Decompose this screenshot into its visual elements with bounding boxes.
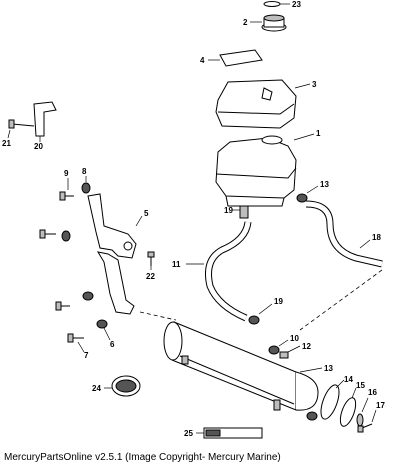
callout-15: 15 (356, 381, 365, 390)
part-bracket-5[interactable] (87, 193, 143, 315)
callout-3: 3 (312, 80, 317, 89)
part-cover-3[interactable] (215, 79, 311, 129)
callout-20: 20 (34, 142, 43, 151)
part-screw-9[interactable] (59, 178, 74, 201)
alignment-line-left (139, 311, 177, 321)
part-screw-17[interactable] (357, 409, 377, 433)
callout-2: 2 (243, 18, 248, 27)
callout-8: 8 (82, 167, 87, 176)
callout-6: 6 (110, 340, 115, 349)
callout-13a: 13 (320, 180, 329, 189)
callout-19a: 19 (224, 206, 233, 215)
callout-11: 11 (172, 260, 181, 269)
callout-9: 9 (64, 169, 69, 178)
callout-21: 21 (2, 139, 11, 148)
part-grommet-13b[interactable] (299, 367, 323, 373)
callout-5: 5 (144, 209, 149, 218)
part-fitting-10[interactable] (268, 339, 289, 355)
callout-24: 24 (92, 384, 101, 393)
part-hose-11[interactable] (186, 221, 252, 322)
copyright-footer: MercuryPartsOnline v2.5.1 (Image Copyrig… (4, 452, 281, 463)
part-washer-8[interactable] (81, 176, 91, 194)
part-decal-24[interactable] (104, 375, 141, 397)
callout-22: 22 (146, 272, 155, 281)
callout-4: 4 (200, 56, 205, 65)
part-hose-18[interactable] (305, 200, 383, 268)
callout-23: 23 (292, 0, 301, 9)
callout-12: 12 (302, 342, 311, 351)
part-reservoir-1[interactable] (215, 133, 315, 207)
part-plate-15[interactable] (337, 387, 359, 428)
part-label-25[interactable] (196, 427, 263, 439)
callout-25: 25 (184, 429, 193, 438)
part-screw-21[interactable] (7, 119, 35, 139)
part-washer-6[interactable] (96, 319, 111, 341)
part-screw-7[interactable] (67, 333, 85, 353)
part-screw-left[interactable] (39, 229, 71, 242)
callout-16: 16 (368, 388, 377, 397)
part-grommet-13a[interactable] (296, 185, 319, 203)
part-cap-2[interactable] (250, 14, 287, 32)
part-screw-22[interactable] (147, 251, 155, 270)
part-decal-4[interactable] (208, 49, 263, 67)
callout-19b: 19 (274, 297, 283, 306)
part-gasket-16[interactable] (356, 397, 369, 427)
callout-10: 10 (290, 334, 299, 343)
callout-13b: 13 (324, 364, 333, 373)
callout-18: 18 (372, 233, 381, 242)
callout-1: 1 (316, 129, 321, 138)
alignment-line-right (299, 269, 383, 331)
callout-7: 7 (84, 351, 89, 360)
callout-17: 17 (376, 401, 385, 410)
part-fitting-19a[interactable] (232, 205, 249, 219)
part-oring-23[interactable] (263, 1, 290, 7)
part-bracket-20[interactable] (33, 101, 57, 142)
part-washer-lower[interactable] (55, 291, 94, 311)
part-fitting-19b[interactable] (248, 303, 273, 325)
part-gasket-14[interactable] (317, 379, 345, 421)
part-heat-exchanger[interactable] (163, 321, 319, 421)
part-fitting-12[interactable] (279, 345, 301, 359)
callout-14: 14 (344, 375, 353, 384)
